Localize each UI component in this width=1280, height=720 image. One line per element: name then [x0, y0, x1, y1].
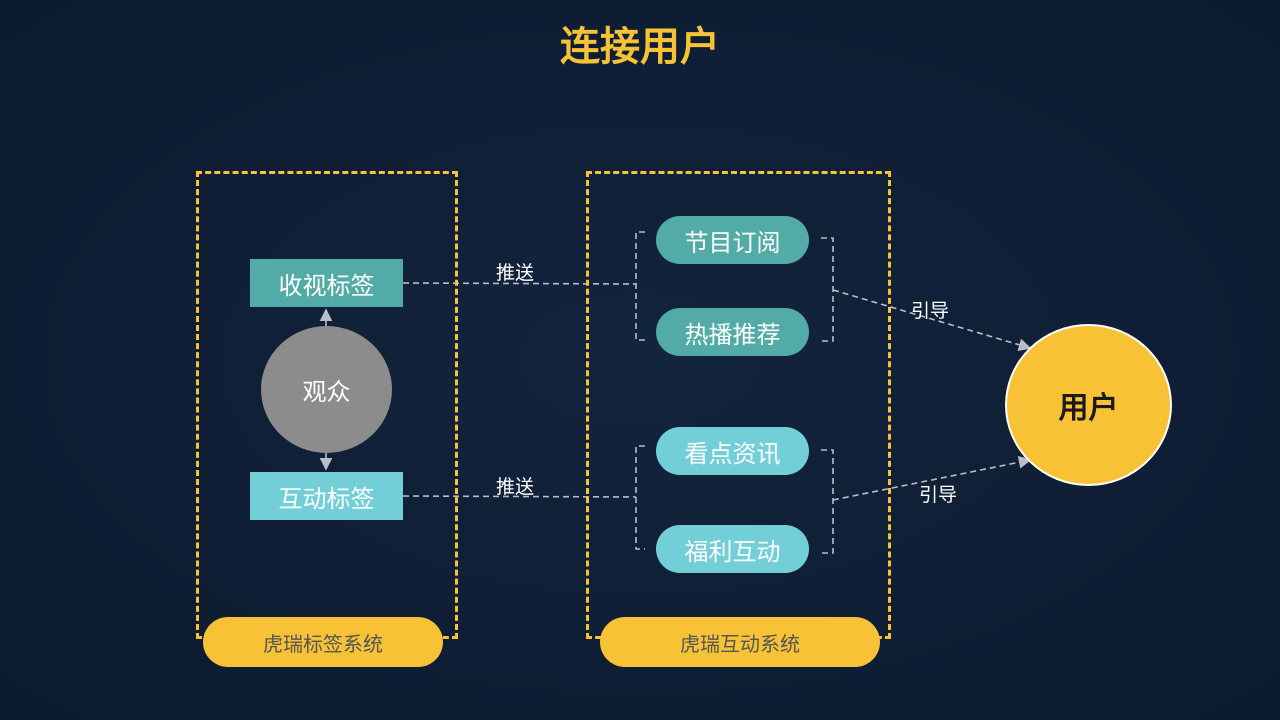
audience-circle: 观众: [261, 326, 392, 453]
right-bracket-bottom: [821, 449, 834, 554]
push-line-bottom: [402, 495, 637, 498]
push-line-top: [402, 282, 637, 285]
guide-arrow-bottom: [832, 455, 1032, 501]
user-circle: 用户: [1005, 324, 1172, 486]
viewing-tag-box: 收视标签: [250, 259, 403, 307]
push-label-top: 推送: [496, 262, 535, 284]
audience-label: 观众: [302, 378, 351, 406]
interaction-tag-box: 互动标签: [250, 472, 403, 520]
page-title: 连接用户: [560, 24, 720, 70]
left-bracket-bottom: [635, 445, 645, 550]
welfare-interaction-pill: 福利互动: [656, 525, 809, 573]
guide-label-top: 引导: [911, 300, 950, 322]
guide-label-bottom: 引导: [919, 484, 958, 506]
right-bracket-top: [821, 237, 834, 342]
tag-system-label: 虎瑞标签系统: [203, 617, 443, 667]
highlight-news-pill: 看点资讯: [656, 427, 809, 475]
left-bracket-top: [635, 231, 645, 341]
push-label-bottom: 推送: [496, 476, 535, 498]
hot-recommendation-pill: 热播推荐: [656, 308, 809, 356]
program-subscription-pill: 节目订阅: [656, 216, 809, 264]
user-label: 用户: [1058, 391, 1119, 426]
interaction-system-label: 虎瑞互动系统: [600, 617, 880, 667]
guide-arrow-top: [832, 289, 1032, 351]
